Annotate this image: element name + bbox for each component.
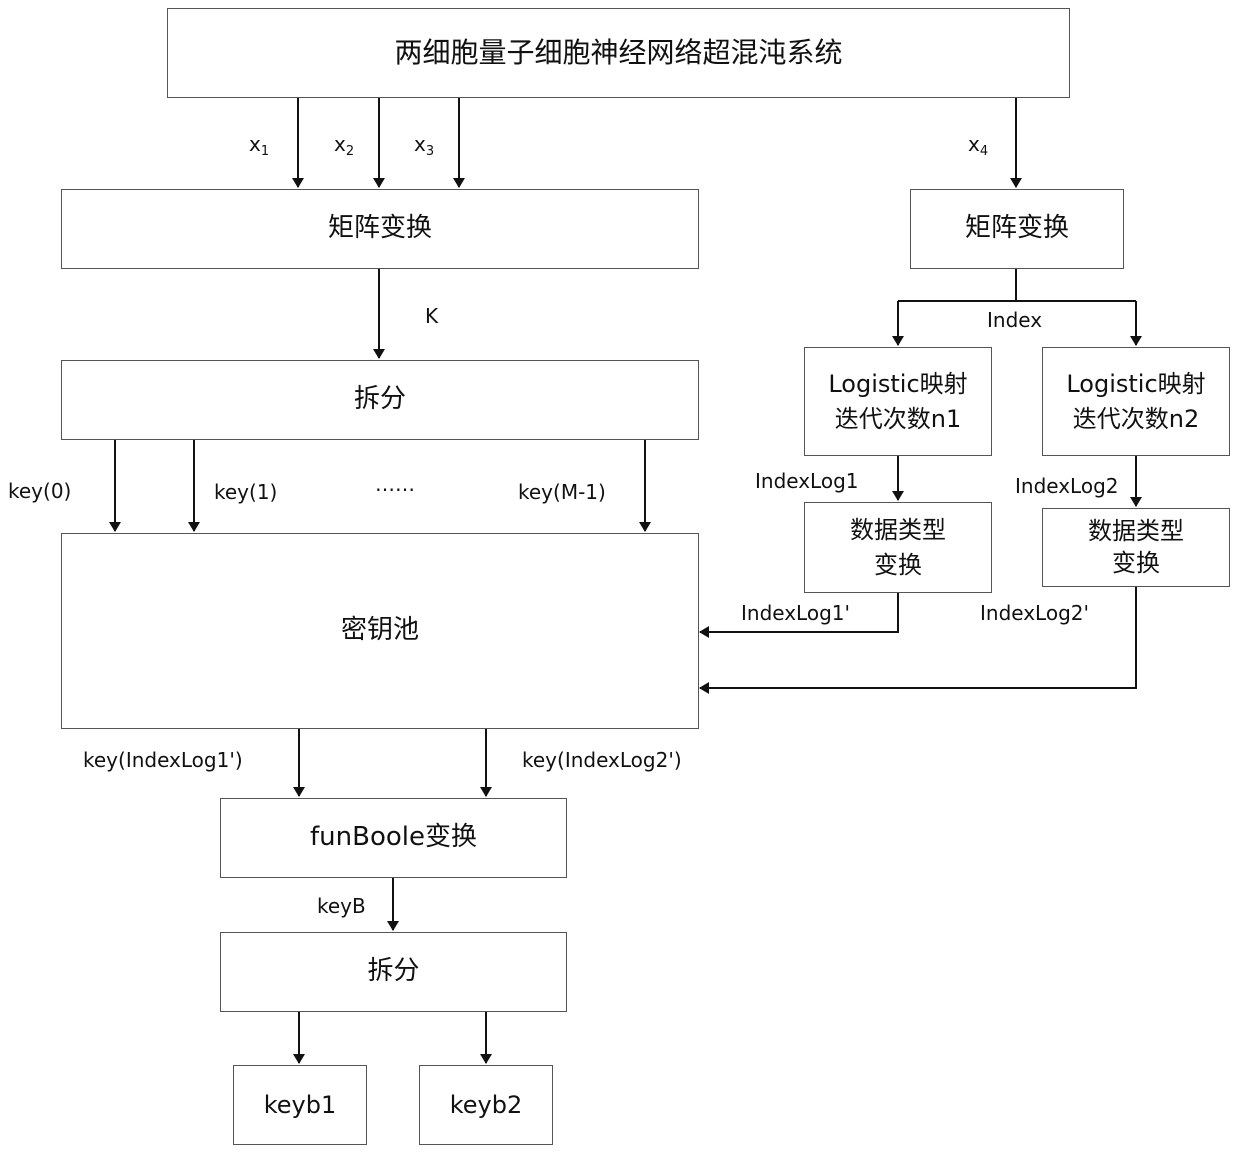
logistic-map-n1-line2: 迭代次数n1 [835, 402, 961, 437]
keyb2-label: keyb2 [450, 1088, 523, 1123]
hyperchaos-system-box: 两细胞量子细胞神经网络超混沌系统 [167, 8, 1070, 98]
split-bottom-box: 拆分 [220, 932, 567, 1012]
logistic-map-n2-box: Logistic映射 迭代次数n2 [1042, 347, 1230, 456]
split-top-box: 拆分 [61, 360, 699, 440]
label-keyb: keyB [317, 896, 366, 916]
matrix-transform-left-label: 矩阵变换 [328, 210, 432, 248]
data-type-convert-2-box: 数据类型 变换 [1042, 508, 1230, 587]
label-key-indexlog2-prime: key(IndexLog2') [522, 750, 682, 770]
label-x4: x4 [968, 134, 988, 158]
matrix-transform-left-box: 矩阵变换 [61, 189, 699, 269]
label-k: K [425, 306, 438, 326]
data-type-convert-2-line1: 数据类型 [1088, 516, 1184, 547]
hyperchaos-system-label: 两细胞量子细胞神经网络超混沌系统 [394, 33, 842, 74]
keyb1-box: keyb1 [233, 1065, 367, 1145]
split-bottom-label: 拆分 [367, 953, 419, 991]
label-x1: x1 [249, 134, 269, 158]
label-indexlog2-prime: IndexLog2' [980, 603, 1089, 623]
label-indexlog2: IndexLog2 [1015, 476, 1119, 496]
data-type-convert-1-box: 数据类型 变换 [804, 502, 992, 593]
logistic-map-n2-line1: Logistic映射 [1066, 367, 1205, 402]
logistic-map-n1-line1: Logistic映射 [828, 367, 967, 402]
label-x3: x3 [414, 134, 434, 158]
funboole-transform-box: funBoole变换 [220, 798, 567, 878]
label-index: Index [987, 310, 1042, 330]
funboole-transform-label: funBoole变换 [310, 819, 477, 857]
keyb2-box: keyb2 [419, 1065, 553, 1145]
label-key1: key(1) [214, 482, 277, 502]
logistic-map-n1-box: Logistic映射 迭代次数n1 [804, 347, 992, 456]
logistic-map-n2-line2: 迭代次数n2 [1073, 402, 1199, 437]
label-indexlog1: IndexLog1 [755, 471, 859, 491]
matrix-transform-right-label: 矩阵变换 [965, 210, 1069, 248]
keyb1-label: keyb1 [264, 1088, 337, 1123]
label-key0: key(0) [8, 481, 71, 501]
label-keym1: key(M-1) [518, 482, 606, 502]
data-type-convert-1-line1: 数据类型 [850, 513, 946, 548]
matrix-transform-right-box: 矩阵变换 [910, 189, 1124, 269]
data-type-convert-2-line2: 变换 [1112, 548, 1160, 579]
data-type-convert-1-line2: 变换 [874, 548, 922, 583]
label-ellipsis: …… [375, 474, 415, 494]
label-x2: x2 [334, 134, 354, 158]
label-indexlog1-prime: IndexLog1' [741, 603, 850, 623]
split-top-label: 拆分 [354, 381, 406, 419]
label-key-indexlog1-prime: key(IndexLog1') [83, 750, 243, 770]
key-pool-label: 密钥池 [341, 612, 419, 650]
key-pool-box: 密钥池 [61, 533, 699, 729]
